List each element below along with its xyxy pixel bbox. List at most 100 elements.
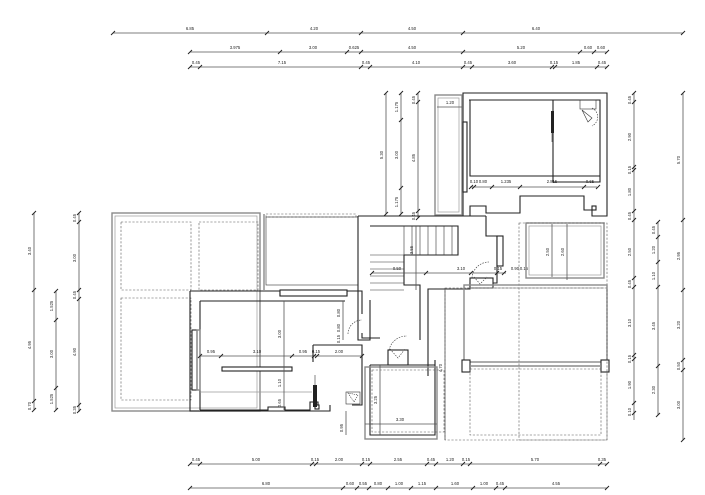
- dim-label: 0.15: [494, 266, 503, 271]
- dim-label: 0.45: [627, 279, 632, 288]
- dim-label: 0.65: [277, 398, 282, 407]
- dim-label: 0.15: [311, 457, 320, 462]
- right-dimension-chain-inner: 0.45 2.90 0.15 1.80 0.45 2.50 0.45 3.10 …: [627, 90, 637, 420]
- hall: 0.50 3.10 0.15 0.90 0.15: [369, 216, 529, 376]
- dim-label: 3.10: [253, 349, 262, 354]
- dim-label: 2.60: [560, 247, 565, 256]
- dim-label: 0.90: [511, 266, 520, 271]
- dim-label: 3.00: [72, 253, 77, 262]
- dim-label: 1.525: [49, 300, 54, 311]
- dim-label: 1.10: [277, 378, 282, 387]
- dim-label: 0.35: [598, 457, 607, 462]
- staircase: 3.55: [357, 215, 486, 341]
- dim-label: 2.55: [394, 457, 403, 462]
- dim-label: 0.15: [336, 334, 341, 343]
- dim-label: 4.50: [408, 26, 417, 31]
- upper-room-block: 0.10 0.80 1.235 2.815 0.65: [462, 92, 608, 217]
- dim-label: 4.90: [72, 347, 77, 356]
- dim-label: 5.00: [252, 457, 261, 462]
- dim-label: 0.80: [479, 179, 488, 184]
- dim-label: 0.45: [598, 60, 607, 65]
- dim-label: 4.95: [27, 340, 32, 349]
- dim-label: 4.10: [412, 60, 421, 65]
- dim-label: 0.15: [312, 349, 321, 354]
- dim-label: 1.00: [395, 481, 404, 486]
- dim-label: 0.15: [462, 457, 471, 462]
- dim-label: 2.50: [627, 247, 632, 256]
- dim-label: 3.00: [277, 329, 282, 338]
- dim-label: 7.15: [278, 60, 287, 65]
- dim-label: 1.20: [446, 457, 455, 462]
- dim-label: 0.95: [207, 349, 216, 354]
- right-dimension-chain-outer: 5.70 2.95 3.20 0.50 3.00: [676, 90, 686, 443]
- dim-label: 3.30: [396, 417, 405, 422]
- dim-label: 2.95: [676, 251, 681, 260]
- living-room: 0.95 3.10 0.95 0.15 2.00 3.00 1.10 0.65: [189, 289, 380, 412]
- dim-label: 3.00: [676, 400, 681, 409]
- dim-label: 0.35: [72, 405, 77, 414]
- dim-label: 5.30: [379, 150, 384, 159]
- dim-label: 2.30: [651, 385, 656, 394]
- right-terrace: 2.50 2.60 4.70: [438, 222, 610, 441]
- dim-label: 0.10: [470, 179, 479, 184]
- dim-label: 0.50: [393, 266, 402, 271]
- dim-label: 0.45: [362, 60, 371, 65]
- small-room: 0.80 0.80 0.15 0.95: [312, 301, 363, 435]
- dim-label: 3.25: [373, 395, 378, 404]
- dim-label: 1.00: [480, 481, 489, 486]
- dim-label: 0.625: [349, 45, 360, 50]
- dim-label: 1.85: [572, 60, 581, 65]
- dim-label: 6.80: [262, 481, 271, 486]
- dim-label: 2.815: [547, 179, 558, 184]
- dim-label: 3.10: [627, 318, 632, 327]
- dim-label: 3.45: [651, 321, 656, 330]
- dim-label: 0.80: [374, 481, 383, 486]
- dim-label: 3.40: [27, 246, 32, 255]
- dim-label: 3.00: [394, 150, 399, 159]
- dim-label: 3.10: [457, 266, 466, 271]
- dim-label: 1.235: [501, 179, 512, 184]
- dim-label: 0.15: [362, 457, 371, 462]
- dim-label: 4.55: [552, 481, 561, 486]
- dim-label: 0.45: [72, 213, 77, 222]
- dim-label: 1.60: [451, 481, 460, 486]
- dim-label: 3.975: [230, 45, 241, 50]
- dim-label: 0.80: [336, 308, 341, 317]
- dim-label: 3.00: [49, 349, 54, 358]
- left-dimension-chain-mid: 1.525 3.00 1.525: [49, 288, 59, 413]
- dim-label: 4.85: [411, 153, 416, 162]
- dim-label: 3.20: [676, 320, 681, 329]
- mid-terrace: [265, 216, 359, 286]
- upper-balcony: 1.20: [434, 94, 468, 216]
- dim-label: 0.95: [339, 423, 344, 432]
- lower-room: 3.25 3.30: [364, 335, 445, 440]
- right-dimension-chain-mid: 0.45 1.20 1.10 3.45 2.30: [651, 219, 661, 418]
- dim-label: 5.20: [517, 45, 526, 50]
- dim-label: 0.50: [676, 361, 681, 370]
- dim-label: 0.45: [192, 60, 201, 65]
- dim-label: 0.70: [27, 401, 32, 410]
- bottom-dimension-chain-2: 6.80 0.60 0.55 0.80 1.00 1.15 1.60 1.00 …: [187, 481, 610, 491]
- dim-label: 0.15: [520, 266, 529, 271]
- dim-label: 4.70: [438, 363, 443, 372]
- dim-label: 0.45: [496, 481, 505, 486]
- dim-label: 1.10: [651, 271, 656, 280]
- left-terrace: [111, 212, 357, 412]
- dim-label: 3.60: [508, 60, 517, 65]
- dim-label: 2.90: [627, 132, 632, 141]
- dim-label: 0.15: [627, 165, 632, 174]
- dim-label: 0.45: [464, 60, 473, 65]
- dim-label: 1.20: [446, 100, 455, 105]
- left-dimension-chain-outer: 3.40 4.95 0.70: [27, 210, 37, 413]
- dim-label: 3.00: [309, 45, 318, 50]
- dim-label: 0.45: [411, 95, 416, 104]
- dim-label: 0.45: [72, 290, 77, 299]
- dim-label: 5.70: [531, 457, 540, 462]
- top-dimension-chain-3: 0.45 7.15 0.45 4.10 0.45 3.60 0.15 1.85 …: [187, 60, 610, 70]
- dim-label: 0.45: [627, 95, 632, 104]
- dim-label: 0.95: [299, 349, 308, 354]
- dim-label: 0.45: [192, 457, 201, 462]
- dim-label: 4.50: [408, 45, 417, 50]
- dim-label: 1.175: [394, 101, 399, 112]
